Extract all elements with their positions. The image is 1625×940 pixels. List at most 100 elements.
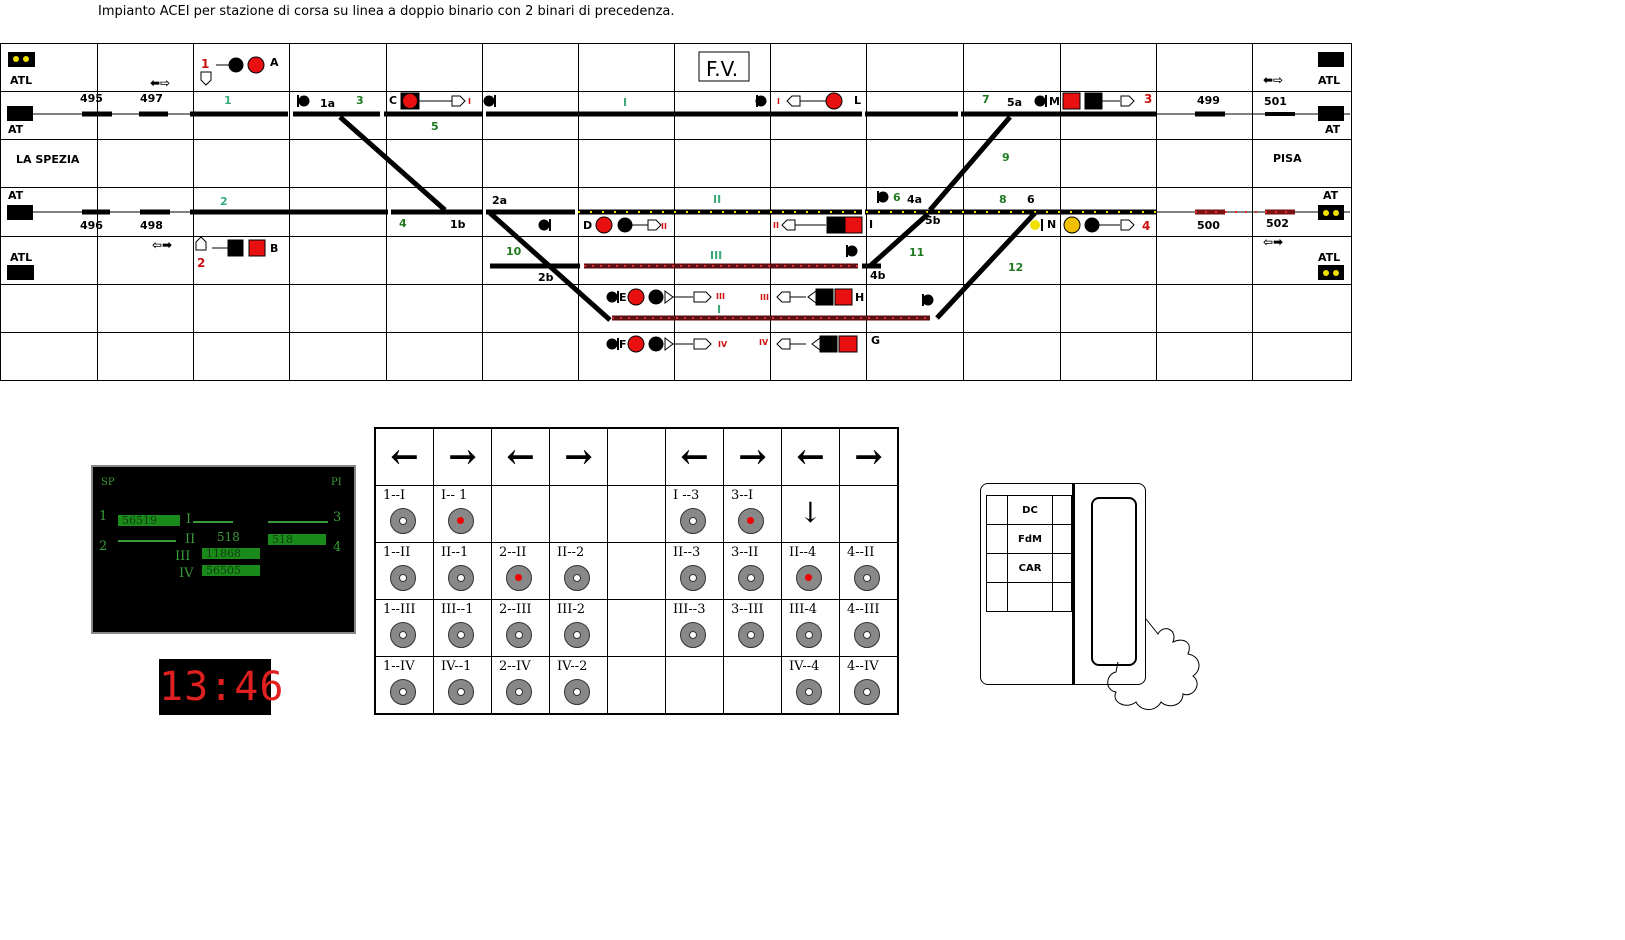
phone-button-car[interactable]: CAR xyxy=(1007,553,1053,583)
route-knob[interactable] xyxy=(854,622,880,648)
route-label: 1--II xyxy=(383,545,411,560)
route-cell: 3--III xyxy=(723,599,782,657)
route-cell: ↓ xyxy=(781,485,840,543)
route-knob[interactable] xyxy=(680,565,706,591)
route-knob[interactable] xyxy=(680,622,706,648)
route-cell: II--1 xyxy=(433,542,492,600)
track-section-label: 10 xyxy=(506,245,522,258)
phone-button-fdm[interactable]: FdM xyxy=(1007,524,1053,554)
route-knob[interactable] xyxy=(506,622,532,648)
empty-cell xyxy=(607,485,666,543)
station-right: PISA xyxy=(1273,152,1302,165)
phone-handset[interactable] xyxy=(1091,497,1137,666)
route-label: IV--1 xyxy=(441,659,472,674)
route-knob[interactable] xyxy=(796,565,822,591)
signal-label: M xyxy=(1049,95,1060,108)
route-knob[interactable] xyxy=(738,508,764,534)
route-cell: II--3 xyxy=(665,542,724,600)
route-knob[interactable] xyxy=(738,565,764,591)
empty-cell xyxy=(491,485,550,543)
route-cell: I-- 1 xyxy=(433,485,492,543)
route-label: III--3 xyxy=(673,602,706,617)
track-mark: III xyxy=(716,292,725,301)
switch-label: 4b xyxy=(870,269,886,282)
route-knob[interactable] xyxy=(854,565,880,591)
signal-label: A xyxy=(270,56,279,69)
route-knob[interactable] xyxy=(390,508,416,534)
monitor-label: PI xyxy=(331,477,342,488)
route-knob[interactable] xyxy=(448,622,474,648)
label-atl: ATL xyxy=(1318,74,1340,87)
route-label: 1--I xyxy=(383,488,406,503)
monitor-track-label: II xyxy=(185,532,196,547)
arrow-right-icon: → xyxy=(738,437,767,477)
route-cell: 3--II xyxy=(723,542,782,600)
route-knob[interactable] xyxy=(796,679,822,705)
arrow-down-icon: ↓ xyxy=(798,496,823,529)
track-section-label: 4 xyxy=(399,217,407,230)
route-knob[interactable] xyxy=(390,565,416,591)
route-label: 3--II xyxy=(731,545,759,560)
phone-cord xyxy=(1107,618,1200,710)
route-knob[interactable] xyxy=(506,679,532,705)
monitor-label: 4 xyxy=(333,540,342,555)
route-knob[interactable] xyxy=(564,565,590,591)
signal-number: 1 xyxy=(201,57,209,71)
route-cell: 4--II xyxy=(839,542,899,600)
arrow-left-icon: ← xyxy=(390,437,419,477)
svg-text:⬅⇨: ⬅⇨ xyxy=(150,76,170,90)
route-knob[interactable] xyxy=(390,679,416,705)
route-knob[interactable] xyxy=(680,508,706,534)
monitor-label: 2 xyxy=(99,539,108,554)
block-label: 495 xyxy=(80,92,103,105)
route-knob[interactable] xyxy=(448,508,474,534)
monitor-track-label: IV xyxy=(179,566,194,581)
signal-label: G xyxy=(871,334,880,347)
route-knob[interactable] xyxy=(564,622,590,648)
block-label: 501 xyxy=(1264,95,1287,108)
track-section-label: II xyxy=(713,193,721,206)
route-knob[interactable] xyxy=(738,622,764,648)
route-cell: II--2 xyxy=(549,542,608,600)
svg-text:⬅⇨: ⬅⇨ xyxy=(1263,73,1283,87)
phone-button-dc[interactable]: DC xyxy=(1007,495,1053,525)
route-knob[interactable] xyxy=(390,622,416,648)
track-mark: I xyxy=(777,97,780,106)
route-knob[interactable] xyxy=(448,679,474,705)
route-knob[interactable] xyxy=(448,565,474,591)
signal-label: N xyxy=(1047,218,1056,231)
track-section-label: 9 xyxy=(1002,151,1010,164)
route-label: II--4 xyxy=(789,545,817,560)
signal-label: H xyxy=(855,291,864,304)
empty-cell xyxy=(549,485,608,543)
switch-label: 2b xyxy=(538,271,554,284)
signal-number: 2 xyxy=(197,256,205,270)
route-label: 4--III xyxy=(847,602,880,617)
arrow-left-icon: ← xyxy=(506,437,535,477)
route-knob[interactable] xyxy=(564,679,590,705)
track-diagram: ATL AT AT ATL ATL AT AT ATL LA SPEZIA PI… xyxy=(0,43,1352,381)
station-left: LA SPEZIA xyxy=(16,153,80,166)
route-knob[interactable] xyxy=(506,565,532,591)
route-cell: 1--II xyxy=(374,542,434,600)
svg-text:⇦➡: ⇦➡ xyxy=(152,238,172,252)
telephone-panel: DC FdM CAR xyxy=(980,483,1200,710)
signal-label: B xyxy=(270,242,278,255)
label-at: AT xyxy=(8,189,24,202)
block-label: 497 xyxy=(140,92,163,105)
fv-label: F.V. xyxy=(706,57,738,81)
route-label: IV--2 xyxy=(557,659,588,674)
train-number: 56519 xyxy=(118,515,180,526)
route-label: I --3 xyxy=(673,488,700,503)
route-knob[interactable] xyxy=(854,679,880,705)
digital-clock: 13:46 xyxy=(159,659,283,715)
route-label: 2--IV xyxy=(499,659,531,674)
monitor-label: SP xyxy=(101,477,115,488)
route-cell: IV--2 xyxy=(549,656,608,715)
route-label: 3--III xyxy=(731,602,764,617)
route-label: 3--I xyxy=(731,488,754,503)
signal-label: D xyxy=(583,219,592,232)
route-knob[interactable] xyxy=(796,622,822,648)
route-label: 4--II xyxy=(847,545,875,560)
route-label: III-4 xyxy=(789,602,818,617)
